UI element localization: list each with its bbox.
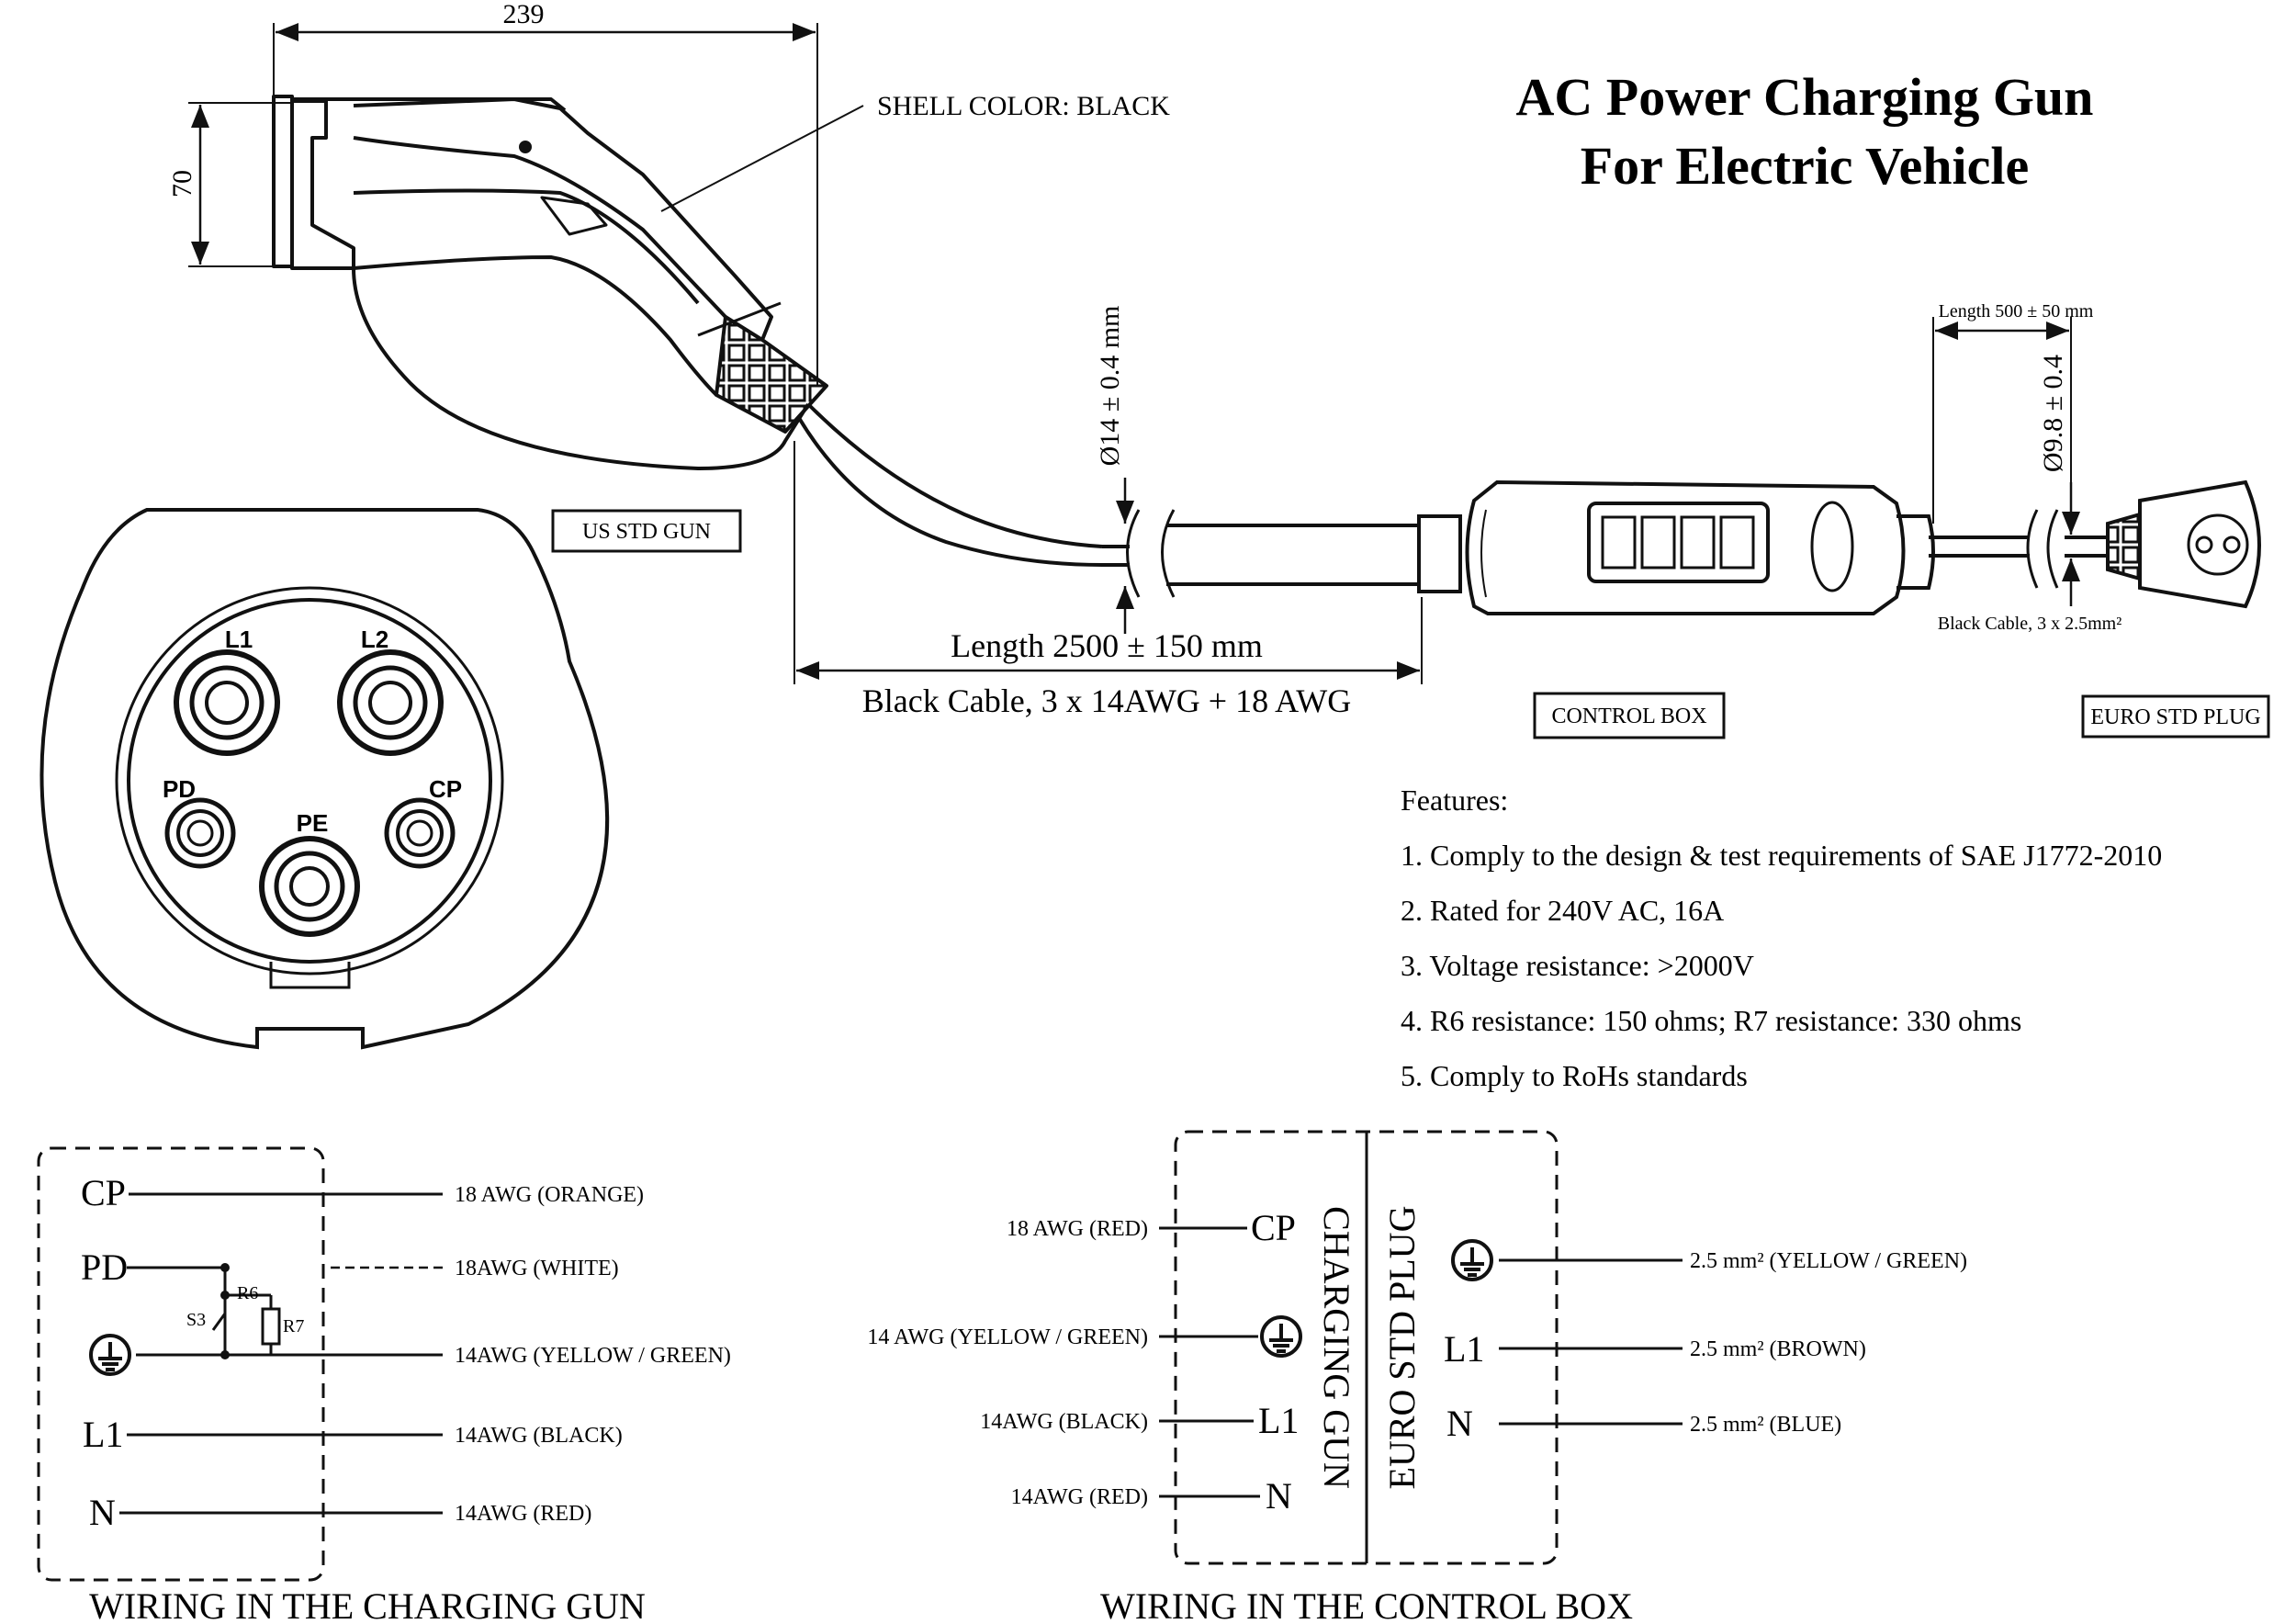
pin-label-cp: CP <box>429 775 462 803</box>
gun-component-r7: R7 <box>283 1316 304 1336</box>
box-left-terminal-cp: CP <box>1251 1207 1296 1248</box>
features-list: Features: 1. Comply to the design & test… <box>1401 784 2162 1092</box>
connector-face <box>39 508 610 1050</box>
resistor-r7 <box>261 1307 281 1346</box>
box-right-terminal-n: N <box>1446 1403 1473 1444</box>
main-cable-spec: Black Cable, 3 x 14AWG + 18 AWG <box>862 682 1351 719</box>
pin-label-l1: L1 <box>225 626 253 653</box>
feature-item: 2. Rated for 240V AC, 16A <box>1401 894 1724 927</box>
box-right-terminal-l1: L1 <box>1444 1328 1484 1370</box>
control-box-label: CONTROL BOX <box>1551 705 1706 728</box>
us-std-gun-label: US STD GUN <box>582 520 711 544</box>
box-left-panel-label: CHARGING GUN <box>1316 1206 1357 1489</box>
box-left-terminal-l1: L1 <box>1258 1400 1299 1441</box>
euro-plug-drawing <box>1929 479 2261 609</box>
pin-label-pd: PD <box>163 775 196 803</box>
main-cable-length: Length 2500 ± 150 mm <box>951 627 1263 664</box>
box-right-ground-icon <box>1451 1239 1493 1281</box>
plug-cable-spec: Black Cable, 3 x 2.5mm² <box>1938 614 2122 634</box>
gun-wire-n: 14AWG (RED) <box>455 1502 591 1526</box>
control-box-drawing <box>1465 479 1935 615</box>
title-line-2: For Electric Vehicle <box>1581 136 2030 196</box>
plug-cable-diameter: Ø9.8 ± 0.4 <box>2038 355 2068 472</box>
box-wiring-diagram: CHARGING GUN EURO STD PLUG 18 AWG (RED) … <box>867 1130 1967 1624</box>
box-right-wire-l1: 2.5 mm² (BROWN) <box>1690 1337 1866 1361</box>
us-std-gun-box <box>551 509 742 553</box>
box-left-terminal-n: N <box>1266 1475 1292 1517</box>
cable-diameter-dimension: Ø14 ± 0.4 mm <box>1095 306 1125 467</box>
gun-wiring-diagram: CP 18 AWG (ORANGE) PD 18AWG (WHITE) R6 R… <box>37 1146 731 1624</box>
feature-item: 4. R6 resistance: 150 ohms; R7 resistanc… <box>1401 1004 2021 1037</box>
switch-s3 <box>211 1313 227 1331</box>
box-left-wire-ground: 14 AWG (YELLOW / GREEN) <box>867 1325 1148 1349</box>
pin-label-l2: L2 <box>361 626 388 653</box>
feature-item: 5. Comply to RoHs standards <box>1401 1059 1748 1092</box>
gun-terminal-pd: PD <box>81 1246 128 1288</box>
box-left-wire-l1: 14AWG (BLACK) <box>980 1410 1148 1434</box>
control-box-label-box <box>1533 692 1726 739</box>
gun-wire-pd: 18AWG (WHITE) <box>455 1257 619 1280</box>
box-left-wire-cp: 18 AWG (RED) <box>1007 1217 1148 1241</box>
gun-wire-cp: 18 AWG (ORANGE) <box>455 1183 644 1207</box>
euro-std-plug-label: EURO STD PLUG <box>2090 705 2260 729</box>
gun-wire-l1: 14AWG (BLACK) <box>455 1424 623 1448</box>
box-wiring-caption: WIRING IN THE CONTROL BOX <box>1100 1585 1633 1624</box>
box-right-wire-ground: 2.5 mm² (YELLOW / GREEN) <box>1690 1249 1967 1273</box>
box-left-ground-icon <box>1260 1315 1302 1358</box>
gun-terminal-cp: CP <box>81 1172 126 1213</box>
euro-std-plug-label-box <box>2081 694 2270 739</box>
features-heading: Features: <box>1401 784 1508 817</box>
gun-component-s3: S3 <box>186 1310 206 1330</box>
gun-width-dimension: 239 <box>503 0 545 29</box>
feature-item: 1. Comply to the design & test requireme… <box>1401 839 2162 872</box>
pin-label-pe: PE <box>297 809 329 837</box>
feature-item: 3. Voltage resistance: >2000V <box>1401 949 1754 982</box>
main-cable <box>1102 509 1462 598</box>
gun-terminal-n: N <box>89 1492 116 1533</box>
gun-terminal-l1: L1 <box>83 1414 123 1455</box>
gun-component-r6: R6 <box>237 1283 258 1303</box>
gun-ground-icon <box>89 1334 131 1376</box>
gun-wiring-caption: WIRING IN THE CHARGING GUN <box>89 1585 646 1624</box>
gun-height-dimension: 70 <box>167 170 197 197</box>
gun-wire-ground: 14AWG (YELLOW / GREEN) <box>455 1344 731 1368</box>
box-left-wire-n: 14AWG (RED) <box>1011 1485 1148 1509</box>
shell-color-leader <box>660 105 864 212</box>
box-right-wire-n: 2.5 mm² (BLUE) <box>1690 1413 1841 1437</box>
title-line-1: AC Power Charging Gun <box>1516 67 2094 127</box>
shell-color-label: SHELL COLOR: BLACK <box>877 91 1170 121</box>
charging-gun-drawing <box>188 23 1103 567</box>
plug-cable-length: Length 500 ± 50 mm <box>1939 301 2094 321</box>
box-right-panel-label: EURO STD PLUG <box>1381 1206 1423 1490</box>
